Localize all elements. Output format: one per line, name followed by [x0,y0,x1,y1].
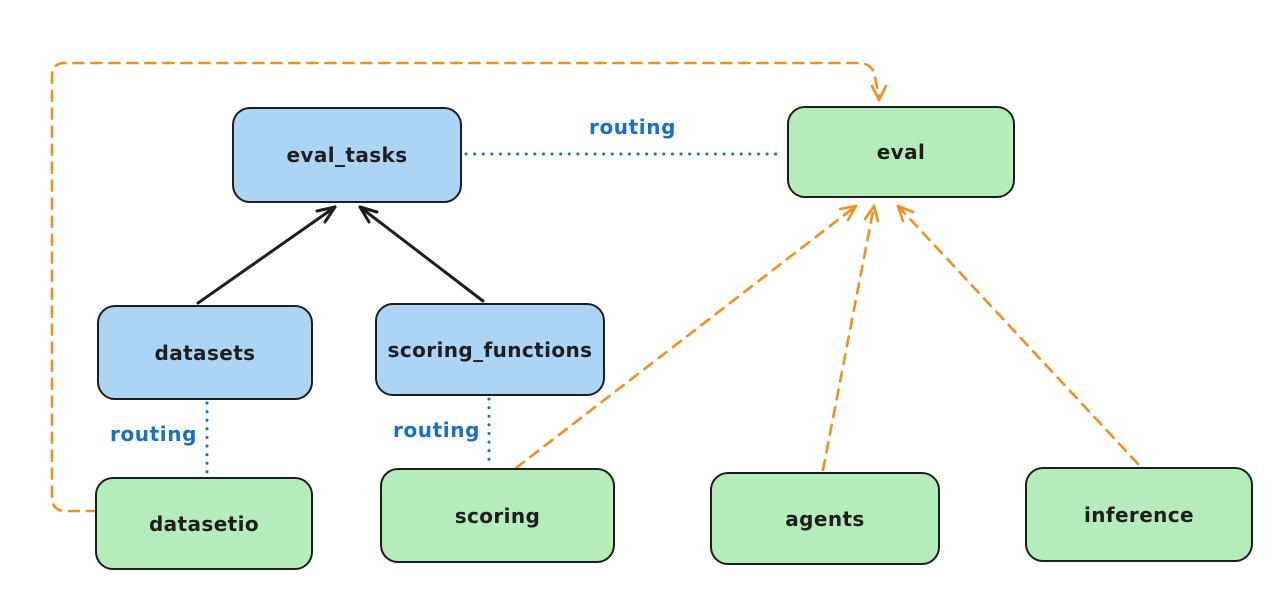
node-scoring-functions-label: scoring_functions [387,337,593,362]
node-eval-tasks-label: eval_tasks [286,143,408,167]
node-agents-label: agents [785,506,865,531]
edge-label-routing-left: routing [110,422,198,446]
node-datasets-label: datasets [154,340,256,365]
edge-scoring-functions-to-eval-tasks [358,205,485,303]
node-agents: agents [710,472,940,565]
node-inference-label: inference [1083,502,1195,527]
edge-agents-to-eval [821,204,880,472]
node-scoring: scoring [380,468,615,563]
node-scoring-label: scoring [454,503,541,528]
node-eval: eval [787,106,1015,198]
node-datasetio-label: datasetio [148,511,260,536]
edge-datasets-to-eval-tasks [196,205,337,305]
edge-inference-to-eval [896,204,1140,466]
node-eval-tasks: eval_tasks [232,107,462,203]
node-inference: inference [1025,467,1253,562]
node-datasetio: datasetio [95,477,313,570]
edge-label-routing-mid: routing [393,418,481,442]
node-scoring-functions: scoring_functions [375,303,605,396]
node-datasets: datasets [97,305,313,400]
edge-label-routing-top: routing [589,115,677,139]
node-eval-label: eval [876,140,926,164]
